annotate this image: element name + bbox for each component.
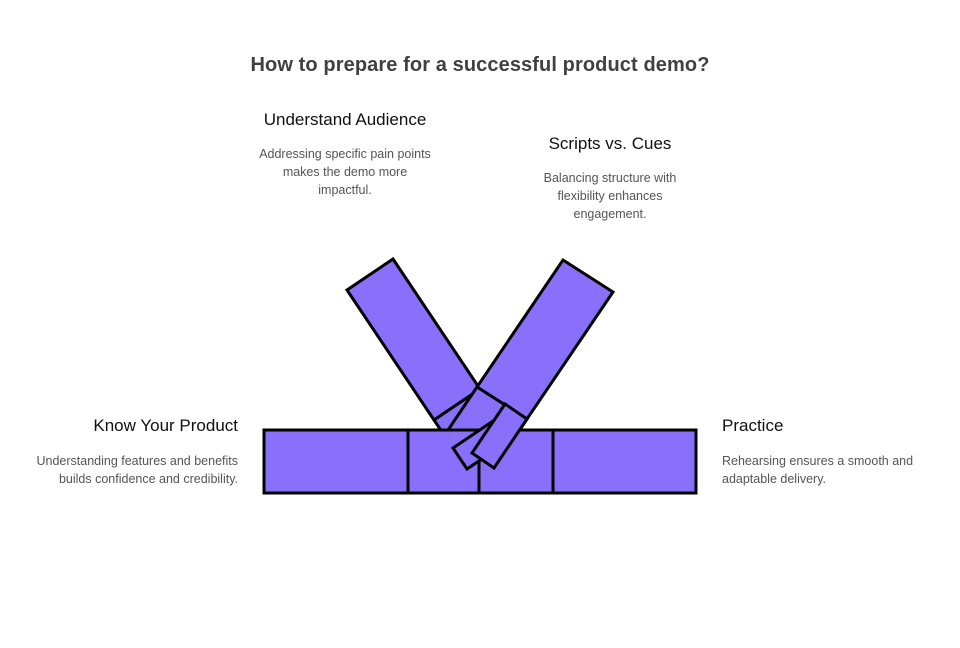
node-heading-know-your-product: Know Your Product: [93, 416, 238, 435]
node-description-understand-audience: Addressing specific pain points makes th…: [259, 147, 431, 197]
node-heading-practice: Practice: [722, 416, 784, 435]
right-arm-overlap-tip: [469, 401, 530, 471]
page-title: How to prepare for a successful product …: [250, 54, 710, 76]
node-heading-understand-audience: Understand Audience: [263, 110, 427, 129]
left-arm-upper-segment: [344, 256, 483, 423]
right-arm-upper-segment: [474, 257, 616, 422]
node-description-scripts-vs-cues: Balancing structure with flexibility enh…: [543, 171, 677, 221]
node-label-practice: Practice Rehearsing ensures a smooth and…: [722, 414, 932, 488]
node-label-know-your-product: Know Your Product Understanding features…: [28, 414, 238, 488]
node-label-understand-audience: Understand Audience Addressing specific …: [255, 108, 435, 199]
bar-segment-4: [551, 428, 698, 495]
bar-segment-1: [262, 428, 410, 495]
node-heading-scripts-vs-cues: Scripts vs. Cues: [548, 134, 672, 153]
node-description-know-your-product: Understanding features and benefits buil…: [36, 454, 238, 486]
node-label-scripts-vs-cues: Scripts vs. Cues Balancing structure wit…: [520, 132, 700, 223]
node-description-practice: Rehearsing ensures a smooth and adaptabl…: [722, 454, 914, 486]
